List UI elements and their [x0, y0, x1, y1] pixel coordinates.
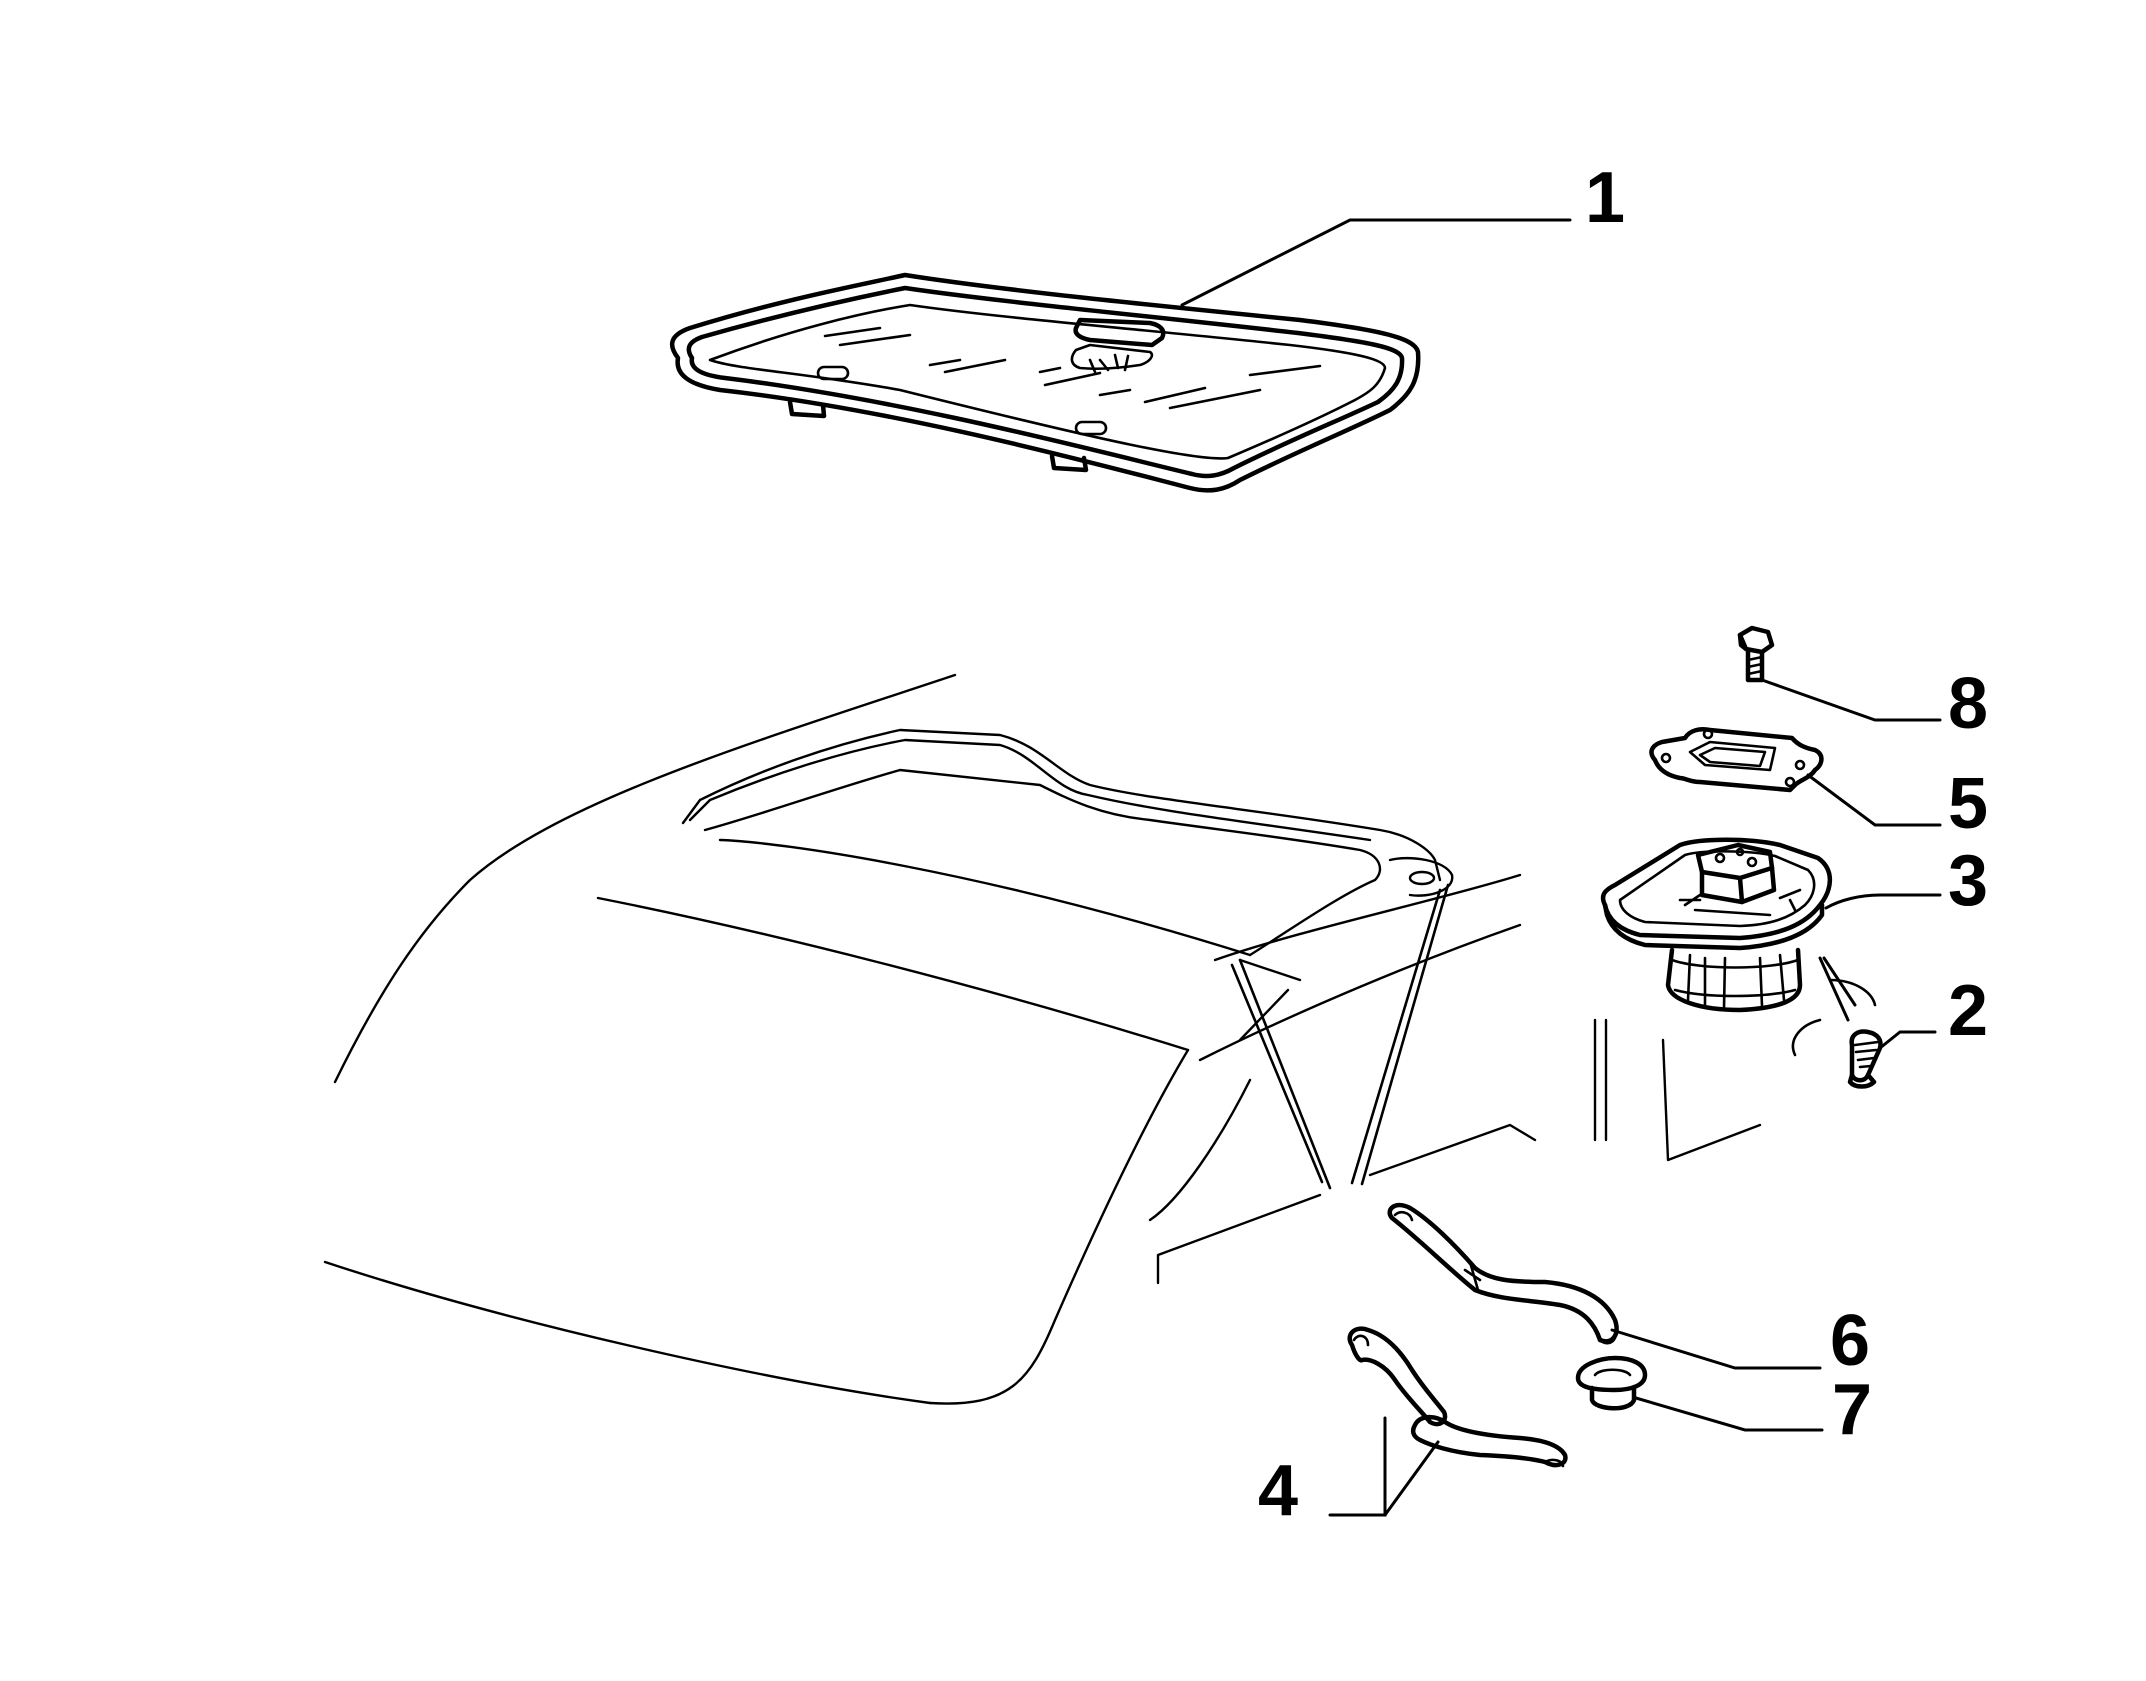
bolt [1737, 625, 1775, 683]
assembly-guide-lines [1230, 883, 1450, 1190]
drain-hose [1387, 1202, 1619, 1345]
car-body [323, 673, 1762, 1405]
leader-lines [1180, 218, 1942, 1517]
callout-5: 5 [1948, 764, 1988, 844]
leader-8 [1760, 678, 1942, 722]
leader-7 [1634, 1396, 1824, 1432]
callout-labels: 1 2 3 4 5 6 7 8 [1258, 158, 1988, 1531]
callout-1: 1 [1585, 158, 1625, 238]
drain-hoses-pair [1347, 1326, 1568, 1468]
callout-7: 7 [1832, 1370, 1872, 1450]
gasket-plate [1649, 727, 1824, 793]
screw [1791, 978, 1883, 1089]
leader-4 [1328, 1416, 1387, 1517]
grommet [1575, 1355, 1648, 1411]
sunroof-glass-panel [669, 272, 1421, 493]
leader-2 [1878, 1030, 1937, 1050]
leader-5 [1806, 773, 1942, 827]
motor-assembly [1600, 837, 1833, 1013]
leader-1 [1180, 218, 1572, 307]
callout-3: 3 [1948, 841, 1988, 921]
callout-4: 4 [1258, 1451, 1298, 1531]
callout-6: 6 [1830, 1301, 1870, 1381]
callout-8: 8 [1948, 664, 1988, 744]
leader-6 [1610, 1328, 1822, 1370]
callout-2: 2 [1948, 971, 1988, 1051]
leader-3 [1824, 893, 1942, 910]
